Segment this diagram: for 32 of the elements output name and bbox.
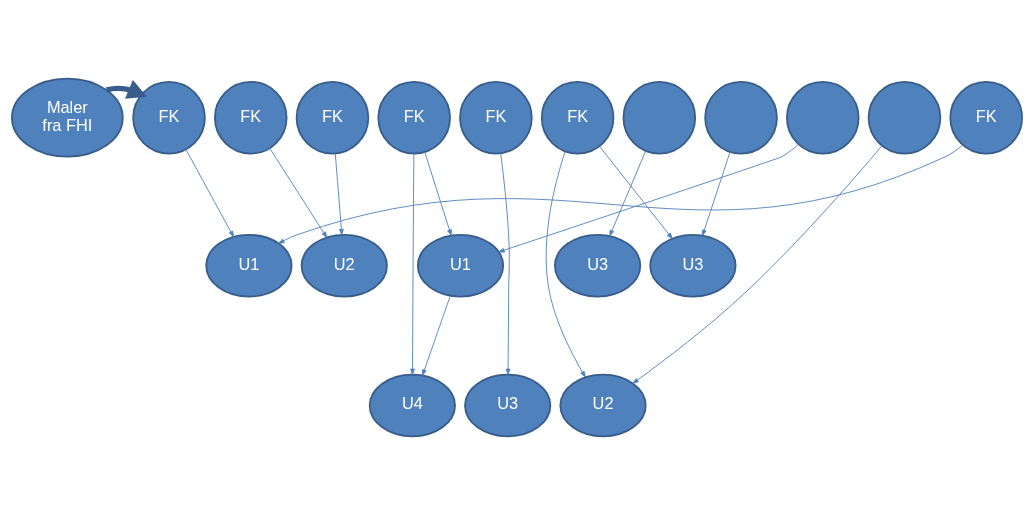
node-ellipse: U4: [368, 373, 456, 438]
arrow: [185, 149, 235, 238]
arrow: [424, 151, 452, 236]
node-circle: [622, 80, 697, 155]
node-circle: FK: [213, 80, 288, 155]
node-ellipse: U1: [205, 233, 293, 298]
arrow: [410, 153, 415, 375]
arrow: [422, 295, 451, 376]
arrow: [278, 144, 964, 244]
arrow: [500, 152, 511, 375]
node-circle: FK: [377, 80, 451, 155]
arrow: [545, 151, 586, 378]
node-circle: [704, 80, 778, 155]
node-ellipse: U3: [464, 373, 552, 438]
node-circle: FK: [540, 80, 615, 155]
arrow: [701, 151, 731, 237]
node-circle: [786, 80, 860, 155]
node-circle: FK: [949, 80, 1023, 155]
node-circle: [867, 80, 942, 155]
arrow: [599, 145, 673, 239]
arrow: [632, 145, 883, 384]
arrow: [269, 147, 328, 238]
node-circle: FK: [132, 80, 206, 155]
arrow: [609, 150, 647, 237]
node-ellipse: Maler fra FHI: [11, 77, 124, 158]
arrow: [106, 79, 147, 99]
node-ellipse: U2: [559, 373, 647, 438]
node-ellipse: U3: [554, 233, 642, 298]
arrow: [498, 143, 800, 253]
arrow: [334, 153, 344, 236]
node-circle: FK: [459, 80, 533, 155]
node-circle: FK: [295, 80, 370, 155]
